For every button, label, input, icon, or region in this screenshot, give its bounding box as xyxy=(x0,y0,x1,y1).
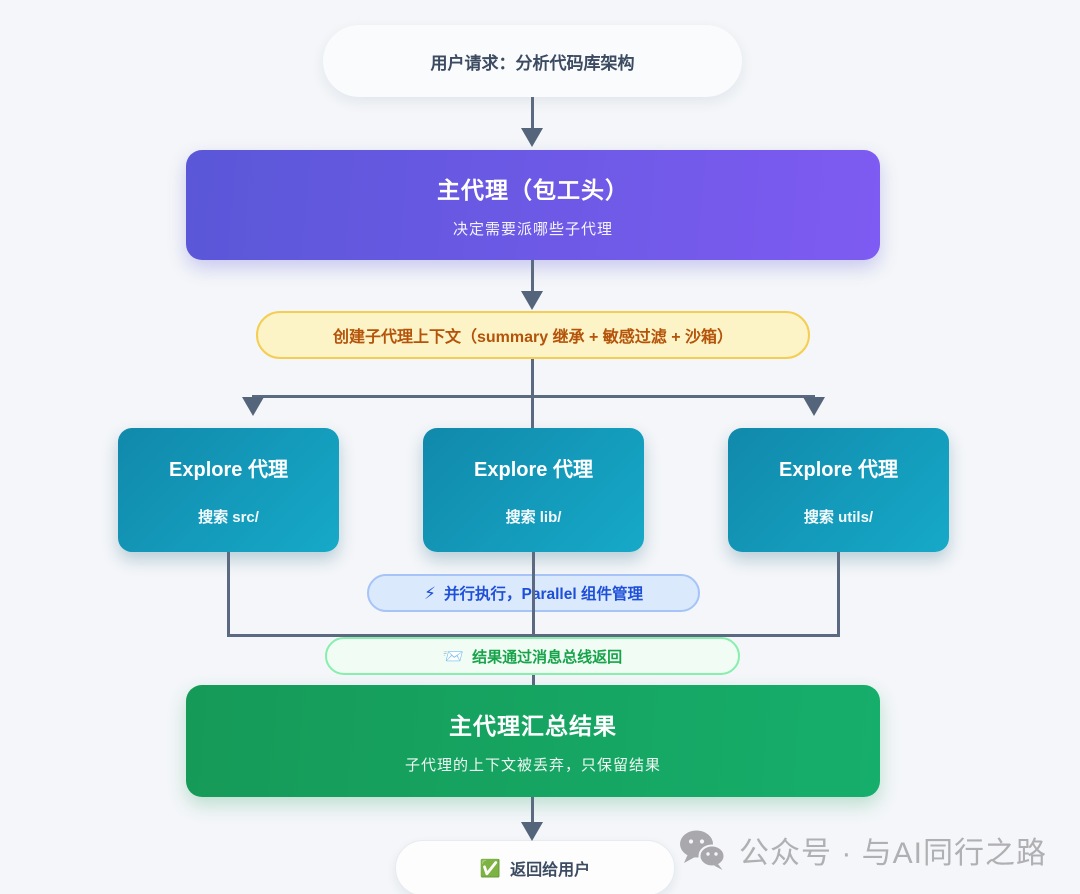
check-icon: ✅ xyxy=(479,858,502,878)
explore-agent-subtitle: 搜索 src/ xyxy=(198,509,259,526)
lightning-icon: ⚡ xyxy=(424,583,436,603)
watermark-text: 公众号 · 与AI同行之路 xyxy=(739,837,1048,870)
explore-agent-subtitle: 搜索 lib/ xyxy=(505,509,562,526)
parallel-note-label: 并行执行，Parallel 组件管理 xyxy=(443,586,643,603)
main-agent-title: 主代理（包工头） xyxy=(437,177,629,203)
arrow-down-icon xyxy=(242,397,264,416)
connector-summary-to-return xyxy=(531,797,534,823)
connector-split-bar xyxy=(252,395,815,398)
node-return-user: ✅ 返回给用户 xyxy=(395,840,675,894)
connector-utils-down xyxy=(837,552,840,636)
node-explore-agent-lib: Explore 代理 搜索 lib/ xyxy=(423,428,644,552)
main-agent-subtitle: 决定需要派哪些子代理 xyxy=(452,221,613,238)
node-context-note: 创建子代理上下文（summary 继承 + 敏感过滤 + 沙箱） xyxy=(256,311,810,359)
explore-agent-title: Explore 代理 xyxy=(779,459,898,481)
user-request-label: 用户请求：分析代码库架构 xyxy=(430,53,635,73)
node-user-request: 用户请求：分析代码库架构 xyxy=(323,25,742,97)
node-bus-note: 📨 结果通过消息总线返回 xyxy=(325,637,740,675)
watermark: 公众号 · 与AI同行之路 xyxy=(678,828,1047,872)
node-explore-agent-utils: Explore 代理 搜索 utils/ xyxy=(728,428,949,552)
arrow-down-icon xyxy=(521,822,543,841)
envelope-icon: 📨 xyxy=(442,646,465,666)
connector-src-down xyxy=(227,552,230,636)
connector-split-middle xyxy=(531,397,534,428)
connector-lib-down xyxy=(532,552,535,636)
explore-agent-title: Explore 代理 xyxy=(169,459,288,481)
explore-agent-title: Explore 代理 xyxy=(474,459,593,481)
connector-main-to-context xyxy=(531,260,534,292)
connector-user-to-main xyxy=(531,97,534,129)
explore-agent-subtitle: 搜索 utils/ xyxy=(803,509,874,526)
summary-title: 主代理汇总结果 xyxy=(449,713,617,739)
node-main-agent: 主代理（包工头） 决定需要派哪些子代理 xyxy=(186,150,880,260)
arrow-down-icon xyxy=(521,128,543,147)
arrow-down-icon xyxy=(521,291,543,310)
return-user-label: 返回给用户 xyxy=(510,862,591,879)
arrow-down-icon xyxy=(803,397,825,416)
bus-note-label: 结果通过消息总线返回 xyxy=(472,648,623,666)
summary-subtitle: 子代理的上下文被丢弃，只保留结果 xyxy=(404,757,661,774)
node-summary: 主代理汇总结果 子代理的上下文被丢弃，只保留结果 xyxy=(186,685,880,797)
connector-context-down xyxy=(531,359,534,397)
wechat-icon xyxy=(680,830,726,870)
context-note-label: 创建子代理上下文（summary 继承 + 敏感过滤 + 沙箱） xyxy=(332,329,734,346)
node-explore-agent-src: Explore 代理 搜索 src/ xyxy=(118,428,339,552)
